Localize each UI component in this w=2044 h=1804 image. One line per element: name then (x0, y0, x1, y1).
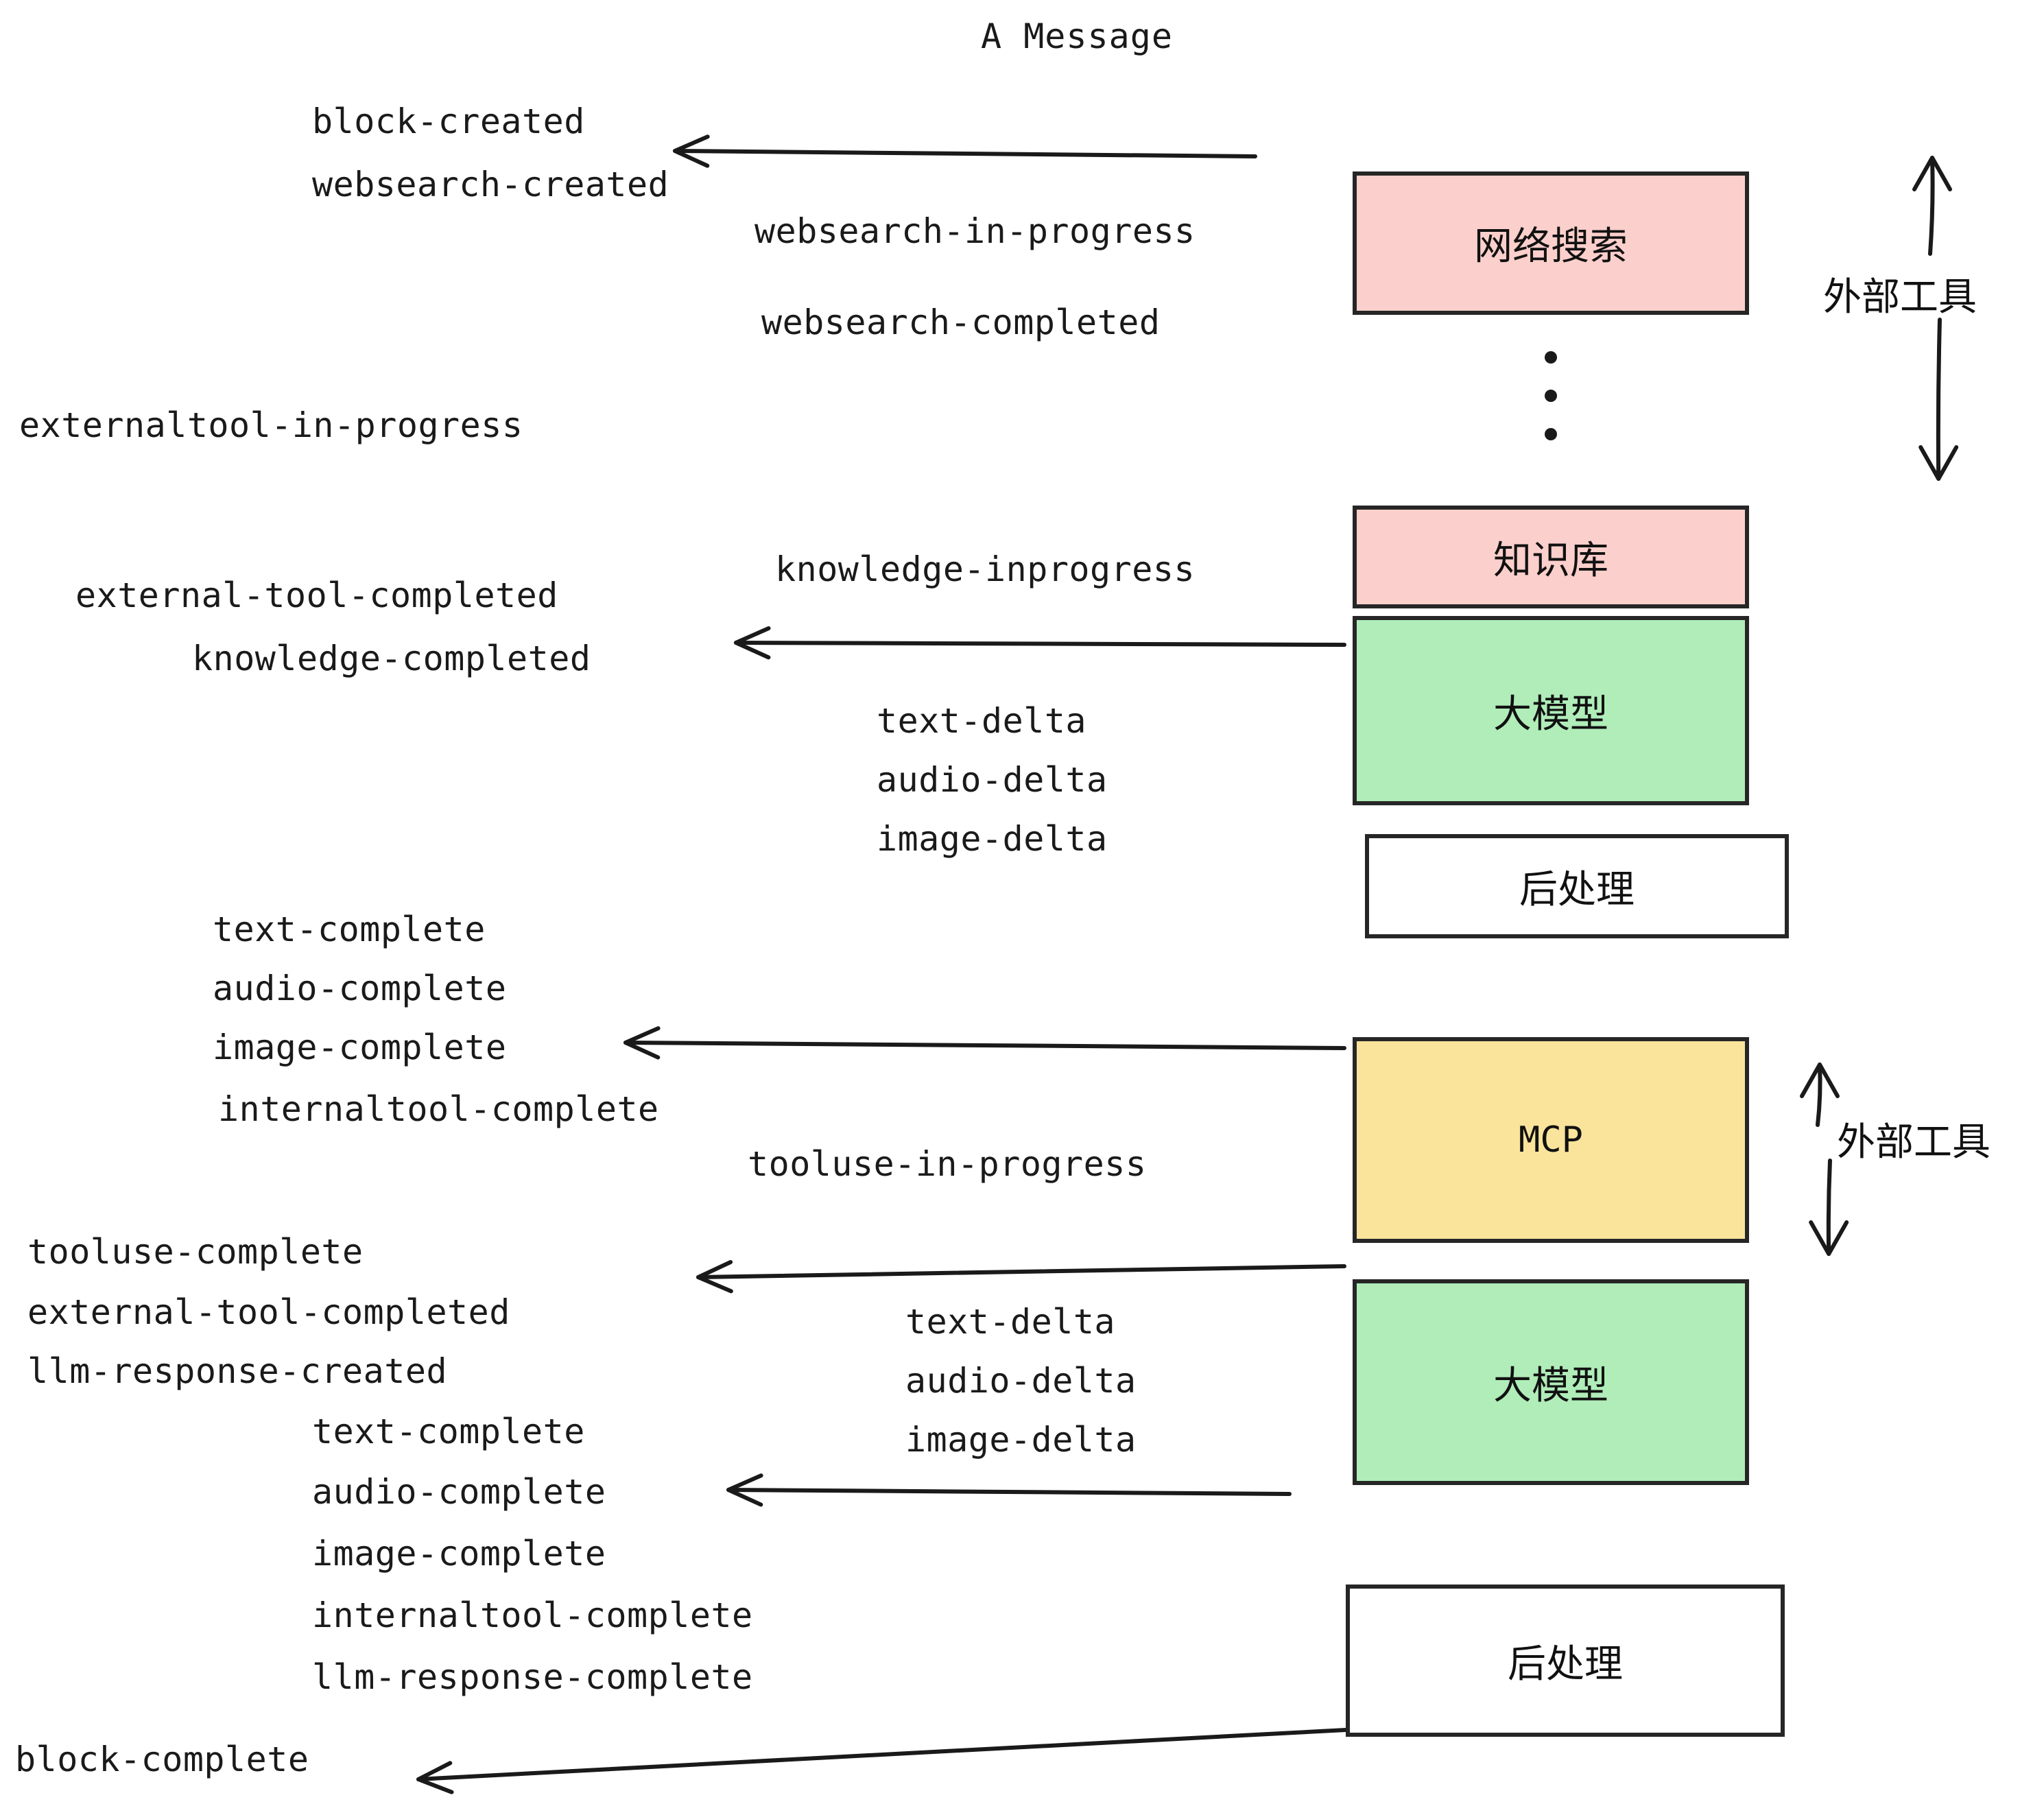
event-external-tool-completed-2: external-tool-completed (27, 1292, 510, 1332)
event-audio-complete-1: audio-complete (213, 969, 507, 1008)
event-websearch-created: websearch-created (312, 165, 669, 204)
node-label: 大模型 (1493, 691, 1608, 737)
event-text-delta-1: text-delta (877, 701, 1087, 741)
external-tool-arrow-down-top-icon (1918, 318, 1959, 481)
event-image-delta-2: image-delta (905, 1420, 1137, 1460)
event-websearch-completed: websearch-completed (761, 302, 1161, 342)
event-knowledge-inprogress: knowledge-inprogress (775, 549, 1196, 589)
event-tooluse-in-progress: tooluse-in-progress (748, 1144, 1147, 1184)
node-mcp: MCP (1353, 1037, 1749, 1243)
ellipsis-dot (1545, 351, 1557, 364)
event-block-complete: block-complete (15, 1740, 309, 1779)
side-label-external-tool-top: 外部工具 (1823, 275, 1977, 320)
node-websearch: 网络搜索 (1353, 171, 1749, 315)
event-image-delta-1: image-delta (877, 819, 1108, 859)
arrow-arrow-tooluse-complete (696, 1259, 1346, 1294)
node-knowledge: 知识库 (1353, 506, 1749, 608)
event-audio-complete-2: audio-complete (312, 1472, 606, 1512)
event-audio-delta-2: audio-delta (905, 1361, 1137, 1401)
node-postproc-2: 后处理 (1346, 1585, 1785, 1737)
event-audio-delta-1: audio-delta (877, 760, 1108, 800)
node-label: 知识库 (1493, 538, 1608, 583)
event-text-complete-2: text-complete (312, 1412, 585, 1451)
node-label: 大模型 (1493, 1363, 1608, 1408)
vertical-ellipsis-icon (1545, 351, 1557, 466)
node-postproc-1: 后处理 (1365, 834, 1789, 938)
node-llm-1: 大模型 (1353, 616, 1749, 805)
external-tool-arrow-up-bottom-icon (1800, 1063, 1840, 1127)
ellipsis-dot (1545, 390, 1557, 402)
event-externaltool-in-progress: externaltool-in-progress (19, 405, 523, 445)
event-llm-response-complete: llm-response-complete (312, 1657, 753, 1697)
event-llm-response-created: llm-response-created (27, 1351, 448, 1391)
event-block-created: block-created (312, 102, 585, 141)
side-label-external-tool-bottom: 外部工具 (1837, 1120, 1990, 1165)
arrow-arrow-knowledge-completed (734, 626, 1346, 660)
node-label: 后处理 (1508, 1641, 1623, 1687)
event-image-complete-2: image-complete (312, 1534, 606, 1574)
node-label: MCP (1519, 1119, 1583, 1161)
arrow-arrow-audio-complete (726, 1473, 1292, 1507)
arrow-arrow-image-complete (623, 1026, 1346, 1060)
event-external-tool-completed-1: external-tool-completed (75, 575, 558, 615)
node-label: 网络搜索 (1474, 224, 1628, 269)
event-tooluse-complete: tooluse-complete (27, 1232, 364, 1272)
event-internaltool-complete-1: internaltool-complete (218, 1089, 659, 1129)
arrow-arrow-block-created (673, 134, 1257, 168)
node-llm-2: 大模型 (1353, 1279, 1749, 1485)
page-title: A Message (981, 16, 1173, 56)
event-internaltool-complete-2: internaltool-complete (312, 1595, 753, 1635)
event-text-complete-1: text-complete (213, 910, 486, 949)
event-text-delta-2: text-delta (905, 1302, 1116, 1342)
node-label: 后处理 (1519, 867, 1635, 912)
ellipsis-dot (1545, 428, 1557, 440)
external-tool-arrow-up-top-icon (1912, 156, 1952, 256)
event-knowledge-completed: knowledge-completed (192, 639, 591, 678)
event-image-complete-1: image-complete (213, 1028, 507, 1067)
external-tool-arrow-down-bottom-icon (1809, 1159, 1849, 1256)
arrow-arrow-block-complete (416, 1728, 1348, 1794)
event-websearch-in-progress: websearch-in-progress (754, 211, 1196, 251)
